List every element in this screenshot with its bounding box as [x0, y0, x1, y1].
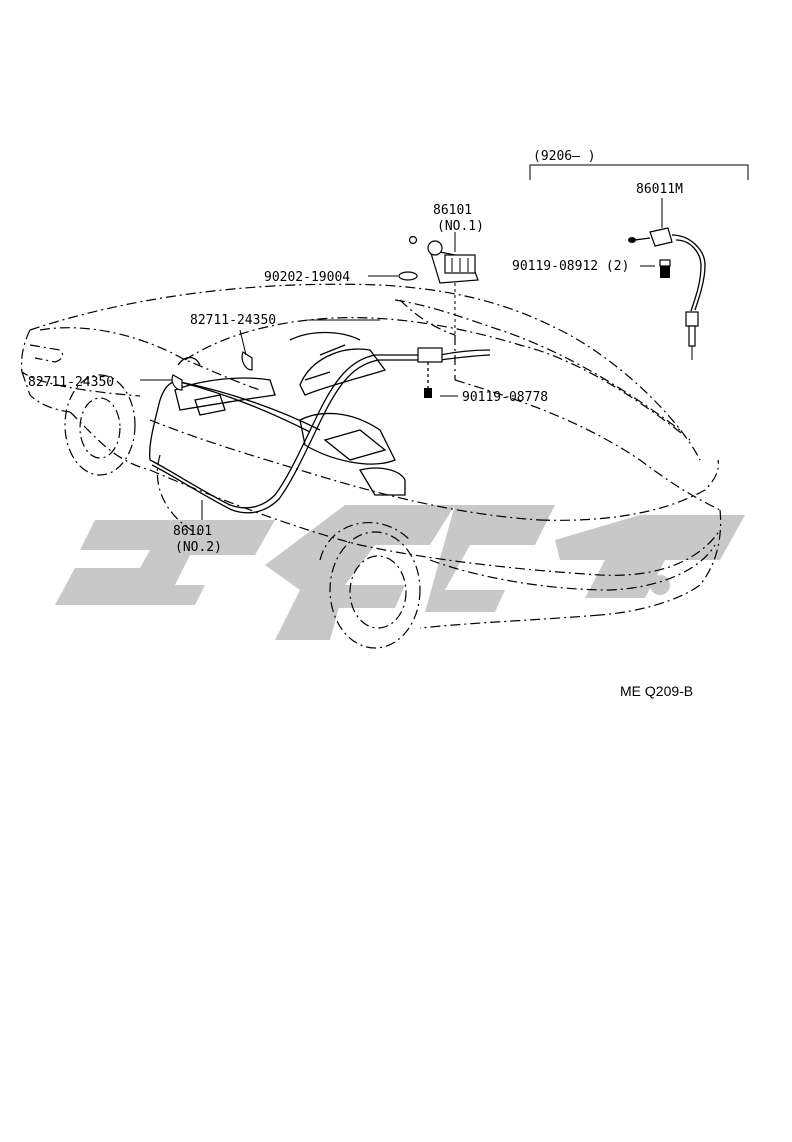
callout-cord-no2-sub: (NO.2) [175, 540, 222, 555]
date-range-label: (9206– ) [533, 149, 596, 164]
callout-labels: (9206– ) 86011M 90119-08912 (2) 86101 (N… [28, 149, 693, 699]
car-outline [20, 283, 722, 649]
watermark-logo [55, 505, 745, 640]
antenna-cords [149, 235, 491, 514]
callout-cord-no1: 86101 [433, 203, 472, 218]
clamp-part-upper [241, 351, 253, 371]
callout-clamp-lower: 82711-24350 [28, 375, 114, 390]
callout-screw-1: 90119-08778 [462, 390, 548, 405]
figure-code: ME Q209-B [620, 683, 693, 699]
leader-lines [140, 232, 458, 520]
antenna-assembly-detail [529, 164, 749, 360]
callout-86011m: 86011M [636, 182, 683, 197]
antenna-mount-no1 [408, 235, 479, 284]
screw-part-1 [424, 362, 432, 398]
callout-washer: 90202-19004 [264, 270, 350, 285]
clamp-part-lower [171, 374, 183, 391]
washer-part [398, 271, 418, 281]
callout-cord-no2: 86101 [173, 524, 212, 539]
callout-screw-2: 90119-08912 (2) [512, 259, 629, 274]
callout-cord-no1-sub: (NO.1) [437, 219, 484, 234]
callout-clamp-upper: 82711-24350 [190, 313, 276, 328]
date-range-bracket [529, 164, 749, 180]
